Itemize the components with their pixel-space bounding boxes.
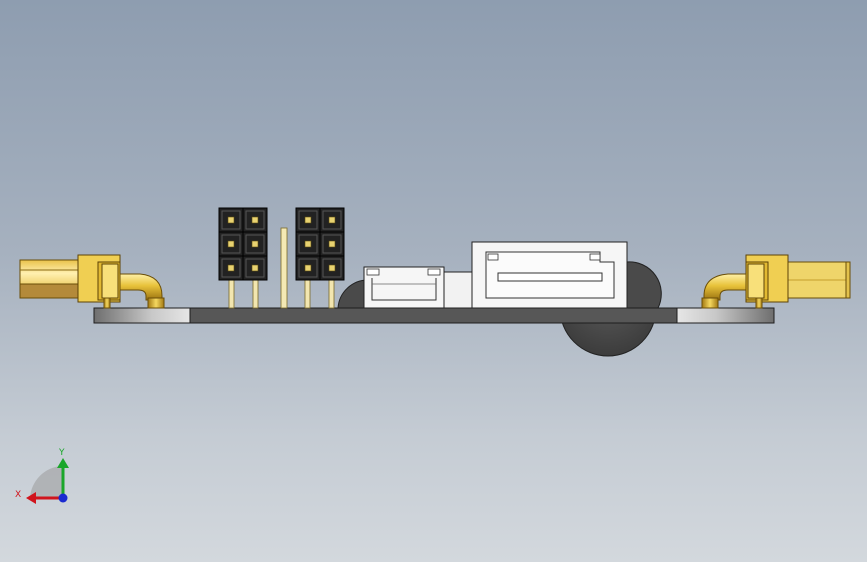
large-white-connector[interactable] [471,241,628,309]
small-white-connector[interactable] [363,266,473,309]
right-rf-connector[interactable] [701,254,851,309]
x-axis-label: X [15,490,21,500]
left-rf-connector[interactable] [19,254,165,309]
pin-header-left[interactable] [218,207,268,309]
z-axis-dot [58,493,68,503]
pin-header-right[interactable] [295,207,345,309]
x-axis-arrow [26,492,36,504]
y-axis-arrow [57,458,69,468]
single-pin [280,227,288,309]
coordinate-triad: X Y [15,448,69,504]
pcb-board[interactable] [93,307,775,324]
y-axis-label: Y [58,448,65,458]
